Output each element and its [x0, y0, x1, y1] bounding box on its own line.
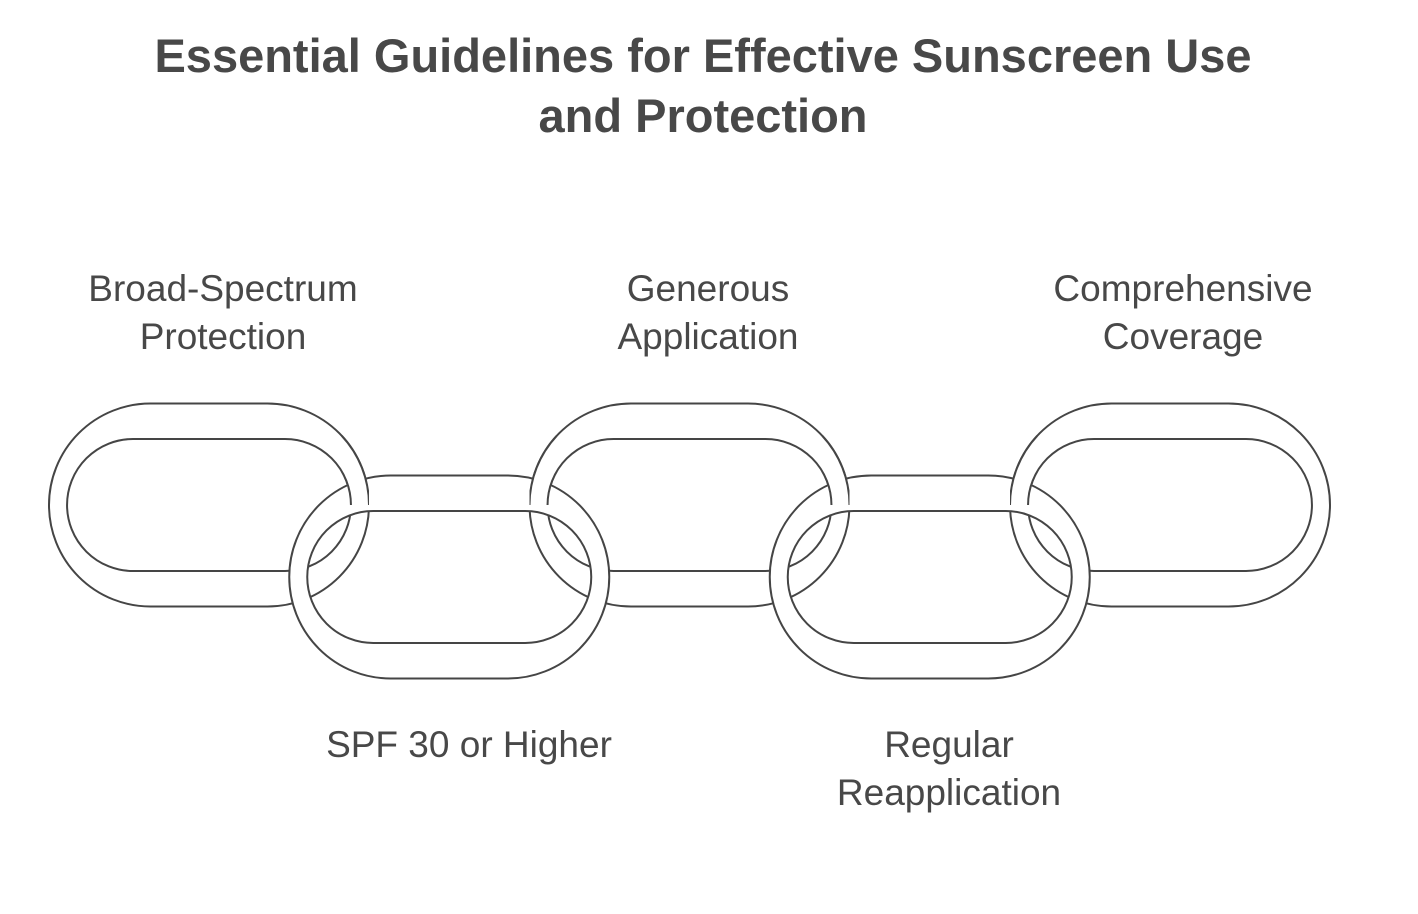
label-line: Reapplication — [836, 772, 1062, 813]
link-label-regular-reapplication: Regular Reapplication — [799, 721, 1099, 817]
label-line: Coverage — [1102, 316, 1264, 357]
chain-link-4 — [768, 474, 1091, 680]
chain-link-3-overlap — [529, 435, 558, 505]
label-line: Comprehensive — [1053, 268, 1313, 309]
label-line: SPF 30 or Higher — [326, 724, 612, 765]
link-label-broad-spectrum-protection: Broad-Spectrum Protection — [73, 265, 373, 361]
title-line-1: Essential Guidelines for Effective Sunsc… — [154, 29, 1252, 82]
diagram-title: Essential Guidelines for Effective Sunsc… — [0, 26, 1406, 146]
link-label-comprehensive-coverage: Comprehensive Coverage — [1018, 265, 1348, 361]
chain-link-2 — [288, 474, 611, 680]
label-line: Application — [617, 316, 799, 357]
link-label-generous-application: Generous Application — [558, 265, 858, 361]
label-line: Protection — [139, 316, 307, 357]
chain-links — [48, 402, 1331, 680]
chain-link-3-overlap — [821, 435, 850, 505]
chain-link-1-overlap — [341, 435, 369, 505]
link-label-spf-30-or-higher: SPF 30 or Higher — [309, 721, 629, 769]
label-line: Broad-Spectrum — [88, 268, 358, 309]
label-line: Generous — [626, 268, 790, 309]
chain-link-5-overlap — [1010, 435, 1038, 505]
label-line: Regular — [884, 724, 1014, 765]
title-line-2: and Protection — [538, 89, 868, 142]
